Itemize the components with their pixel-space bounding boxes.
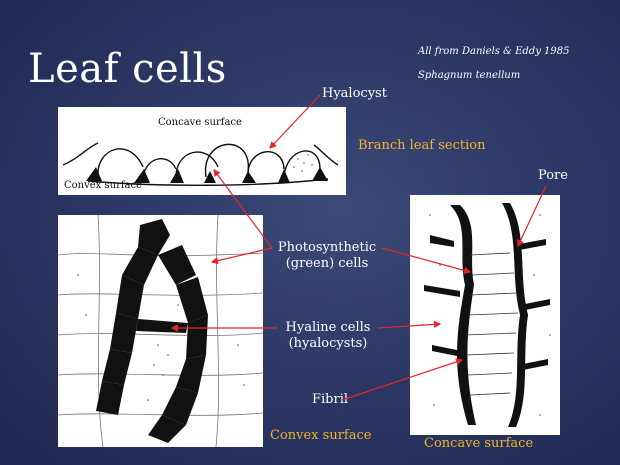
photosynthetic-cell-network — [96, 219, 208, 443]
convex-view-drawing — [58, 215, 263, 447]
convex-surface-label: Convex surface — [64, 180, 142, 191]
concave-view-drawing — [410, 195, 560, 435]
cross-section-panel: Concave surface Convex surface — [58, 107, 346, 195]
concave-surface-caption: Concave surface — [424, 436, 533, 451]
slide-title: Leaf cells — [28, 46, 227, 92]
hyaline-cells-label: Hyaline cells (hyalocysts) — [278, 320, 378, 352]
branch-leaf-section-label: Branch leaf section — [358, 138, 485, 153]
photosynthetic-line-1: Photosynthetic — [272, 240, 382, 256]
hyalocyst-label: Hyalocyst — [322, 86, 387, 102]
concave-view-panel — [410, 195, 560, 435]
photosynthetic-cells-label: Photosynthetic (green) cells — [272, 240, 382, 272]
citation: All from Daniels & Eddy 1985 Sphagnum te… — [418, 34, 569, 94]
convex-view-panel — [58, 215, 263, 447]
hyaline-line-1: Hyaline cells — [278, 320, 378, 336]
citation-line-1: All from Daniels & Eddy 1985 — [418, 46, 569, 58]
hyaline-line-2: (hyalocysts) — [278, 336, 378, 352]
concave-surface-label: Concave surface — [158, 117, 242, 128]
pore-label: Pore — [538, 168, 568, 184]
convex-surface-caption: Convex surface — [270, 428, 371, 443]
photosynthetic-line-2: (green) cells — [272, 256, 382, 272]
citation-line-2: Sphagnum tenellum — [418, 70, 569, 82]
fibril-label: Fibril — [312, 392, 348, 408]
photosynthetic-cell-outline — [424, 203, 550, 427]
